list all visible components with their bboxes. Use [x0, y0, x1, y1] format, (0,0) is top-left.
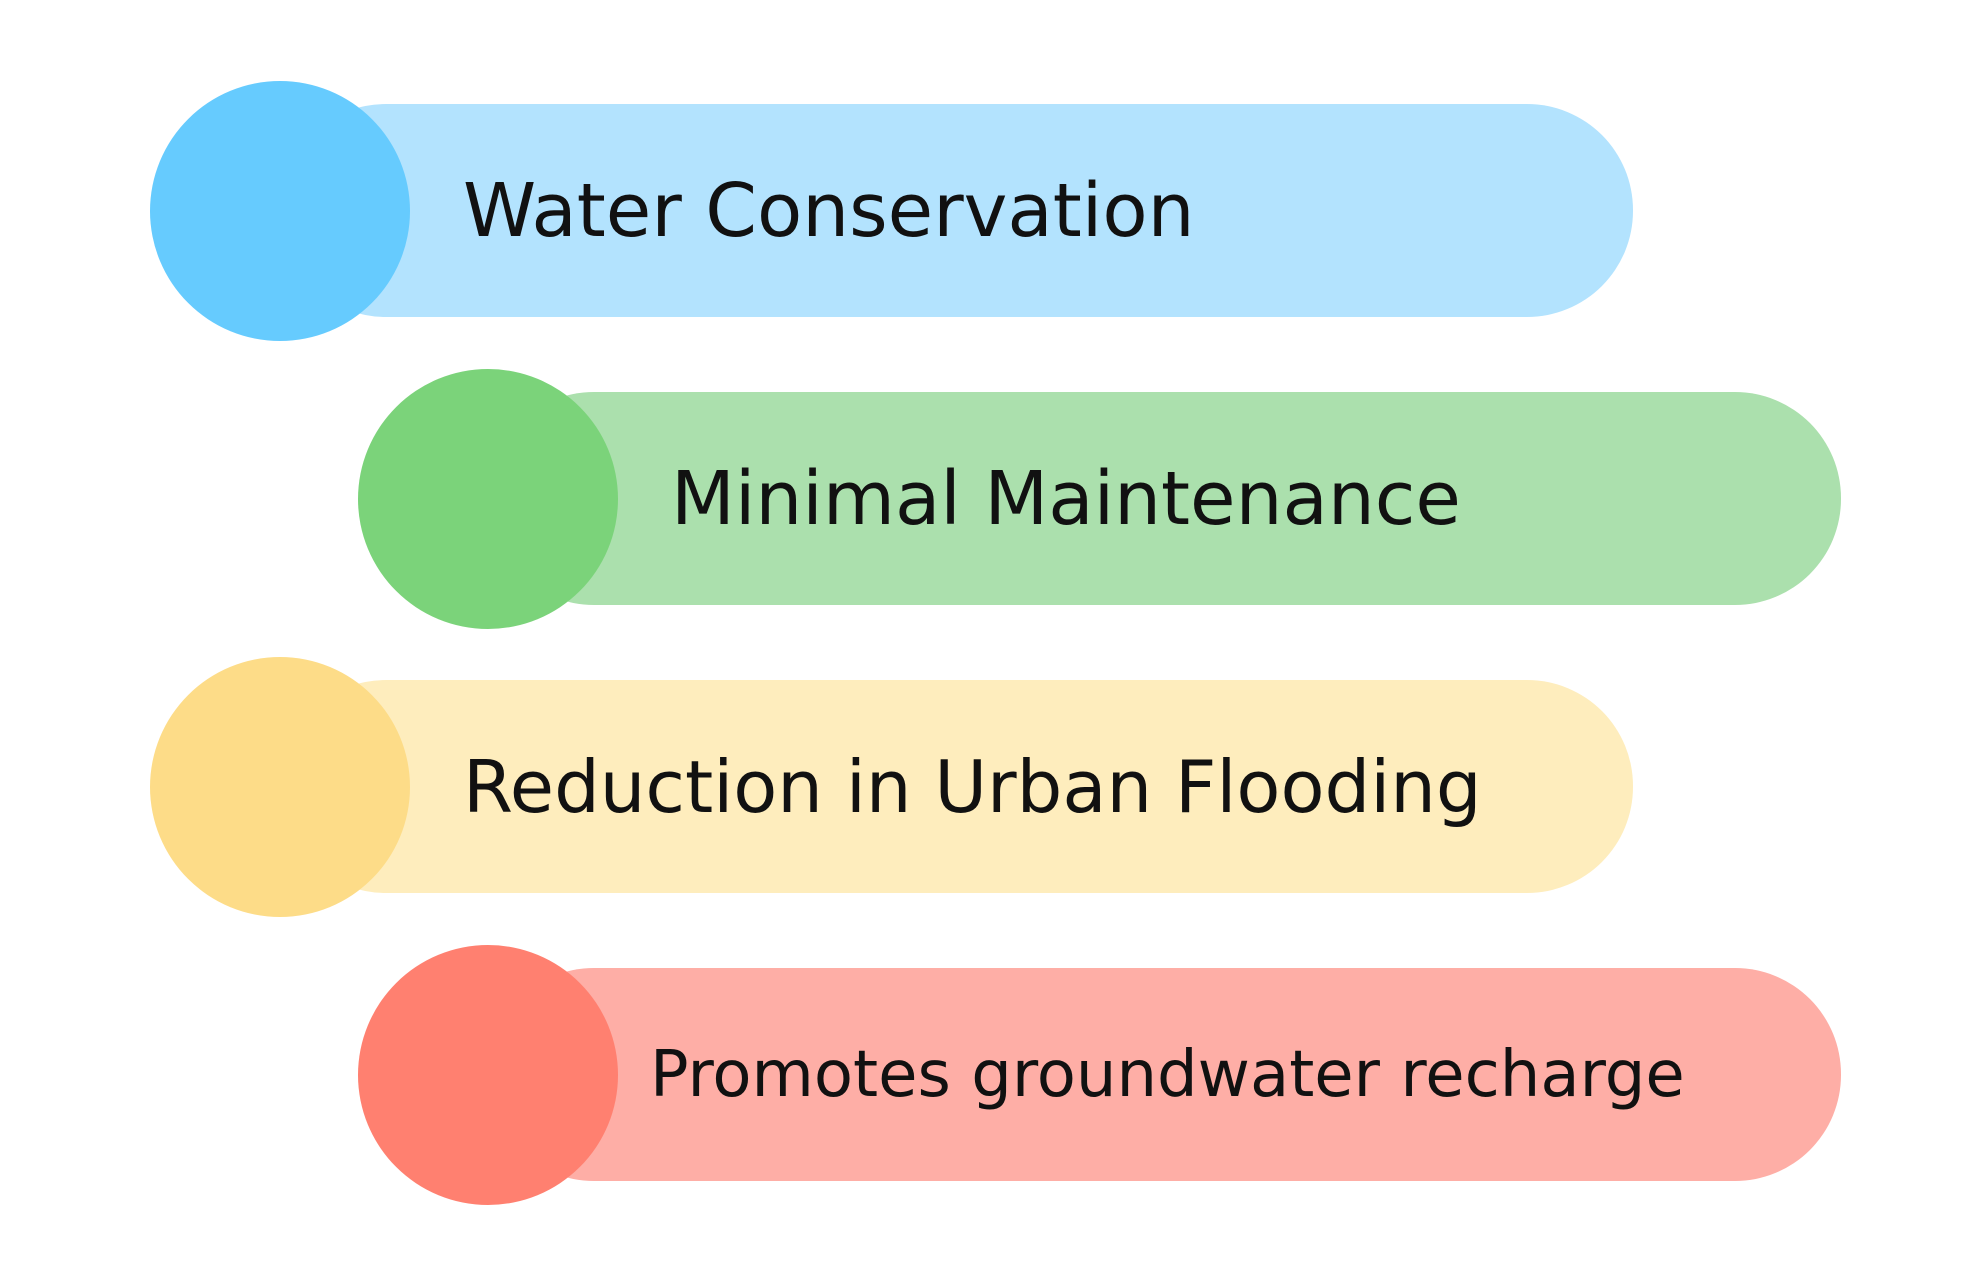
benefit-circle [150, 657, 410, 917]
benefit-label: Reduction in Urban Flooding [463, 745, 1482, 829]
benefit-pill [488, 968, 1841, 1181]
benefit-pill [280, 104, 1633, 317]
benefit-pill [280, 680, 1633, 893]
benefit-label: Water Conservation [463, 168, 1195, 254]
benefit-pill [488, 392, 1841, 605]
benefit-label: Promotes groundwater recharge [650, 1038, 1685, 1112]
benefit-label: Minimal Maintenance [671, 456, 1461, 542]
benefit-circle [358, 369, 618, 629]
benefit-item-urban-flooding: Reduction in Urban Flooding [150, 657, 1633, 917]
benefit-item-water-conservation: Water Conservation [150, 81, 1633, 341]
benefit-circle [358, 945, 618, 1205]
benefit-circle [150, 81, 410, 341]
benefit-item-minimal-maintenance: Minimal Maintenance [358, 369, 1841, 629]
benefit-item-groundwater-recharge: Promotes groundwater recharge [358, 945, 1841, 1205]
